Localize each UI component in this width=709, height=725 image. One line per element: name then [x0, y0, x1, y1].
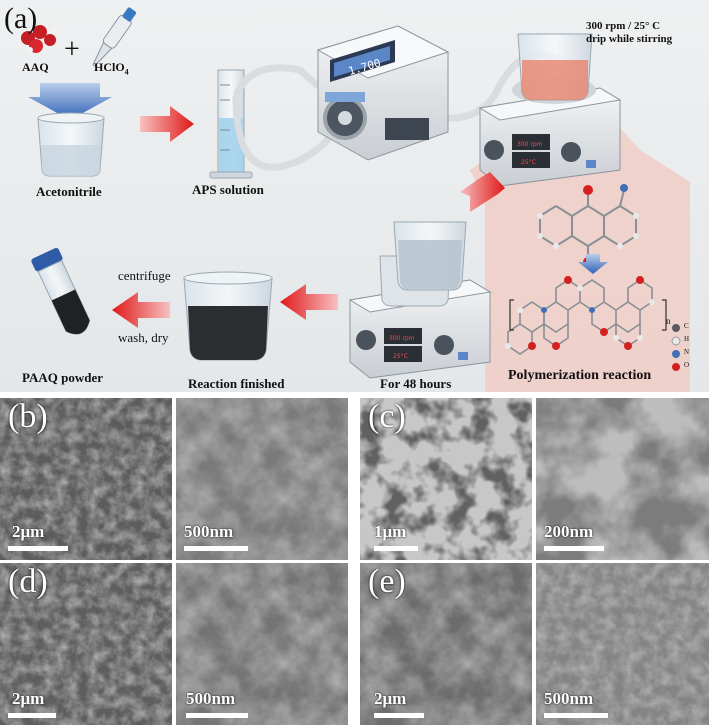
- scale-text-d-left: 2μm: [12, 689, 45, 708]
- condition-line-2: drip while stirring: [586, 33, 673, 45]
- panel-e-right-texture: [536, 563, 709, 725]
- legend-ball-c: [672, 324, 680, 332]
- product-label: PAAQ powder: [22, 370, 104, 385]
- stirrer-1-display-1: 300 rpm: [517, 141, 543, 148]
- duration-label: For 48 hours: [380, 376, 452, 391]
- arrow-3: [280, 284, 338, 320]
- panel-c-left: (c) 1μm: [360, 398, 532, 560]
- aaq-molecule-icon: [18, 24, 58, 53]
- polymer-atoms: [505, 276, 655, 350]
- scale-bar-b-left: [8, 546, 68, 551]
- centrifuge-label: centrifuge: [118, 268, 171, 283]
- polymerization-label: Polymerization reaction: [508, 368, 652, 383]
- panel-c-left-texture: [360, 398, 532, 560]
- legend-label-c: C: [684, 322, 689, 330]
- scale-text-c-right: 200nm: [544, 522, 594, 541]
- panel-b-right-texture: [176, 398, 348, 560]
- panel-b-left-texture: [0, 398, 172, 560]
- scale-bar-d-left: [8, 713, 56, 718]
- stirrer-1-icon: [478, 33, 622, 187]
- scale-text-b-right: 500nm: [184, 522, 234, 541]
- wash-dry-label: wash, dry: [118, 330, 169, 345]
- panel-d-right: 500nm: [176, 563, 348, 725]
- scale-text-d-right: 500nm: [186, 689, 236, 708]
- stirrer-2-icon: [348, 221, 492, 379]
- scale-bar-e-left: [374, 713, 424, 718]
- panel-label-c: (c): [368, 398, 406, 435]
- scale-bar-b-right: [184, 546, 248, 551]
- reaction-finished-label: Reaction finished: [188, 376, 285, 391]
- legend-ball-o: [672, 363, 680, 371]
- stirrer-1-display-2: 25°C: [521, 159, 536, 166]
- panel-label-a: (a): [4, 2, 38, 35]
- reagent-hclo4-text: HClO: [94, 60, 125, 74]
- panel-c-right-texture: [536, 398, 709, 560]
- peristaltic-pump-icon: [316, 25, 450, 161]
- plus-sign: +: [64, 34, 80, 65]
- legend-ball-h: [671, 336, 681, 346]
- legend-ball-n: [672, 350, 680, 358]
- panel-label-e: (e): [368, 563, 406, 600]
- panel-b-left: (b) 2μm: [0, 398, 172, 560]
- condition-line-1: 300 rpm / 25° C: [586, 20, 661, 32]
- reagent-hclo4-label: HClO4: [94, 60, 129, 76]
- acetonitrile-label: Acetonitrile: [36, 184, 102, 199]
- blue-down-arrow-2: [578, 254, 608, 274]
- scale-bar-c-right: [544, 546, 604, 551]
- panel-e-left: (e) 2μm: [360, 563, 532, 725]
- polymer-n-subscript: n: [666, 316, 671, 326]
- legend-label-n: N: [684, 348, 690, 356]
- scale-text-c-left: 1μm: [374, 522, 407, 541]
- centrifuge-tube-icon: [31, 247, 91, 335]
- schematic-drawing: 1.700 300 rpm 25°C: [18, 7, 690, 392]
- scale-text-b-left: 2μm: [12, 522, 45, 541]
- scale-bar-d-right: [186, 713, 248, 718]
- acetonitrile-beaker-icon: [37, 112, 105, 177]
- panel-c-right: 200nm: [536, 398, 709, 560]
- scale-bar-c-left: [374, 546, 418, 551]
- panel-d-left: (d) 2μm: [0, 563, 172, 725]
- arrow-4: [112, 292, 170, 328]
- reagent-hclo4-subscript: 4: [124, 67, 129, 77]
- arrow-2: [460, 172, 505, 212]
- panel-label-b: (b): [8, 398, 48, 435]
- aps-solution-label: APS solution: [192, 182, 264, 197]
- legend-label-o: O: [684, 361, 690, 369]
- reagent-aaq-label: AAQ: [22, 60, 49, 74]
- blue-down-arrow: [28, 83, 112, 120]
- arrow-1: [140, 106, 194, 142]
- finished-beaker-icon: [183, 271, 273, 361]
- scale-text-e-left: 2μm: [374, 689, 407, 708]
- stirrer-2-display-2: 25°C: [393, 353, 408, 360]
- panel-d-right-texture: [176, 563, 348, 725]
- legend-label-h: H: [684, 335, 690, 343]
- panel-e-left-texture: [360, 563, 532, 725]
- stirrer-2-display-1: 300 rpm: [389, 335, 415, 342]
- scale-text-e-right: 500nm: [544, 689, 594, 708]
- panel-label-d: (d): [8, 563, 48, 600]
- aps-cylinder-icon: [209, 69, 253, 179]
- scale-bar-e-right: [544, 713, 608, 718]
- polymer-bracket-right: [662, 299, 667, 331]
- panel-e-right: 500nm: [536, 563, 709, 725]
- polymer-bracket-left: [509, 299, 514, 331]
- pipette-icon: [92, 7, 137, 67]
- panel-b-right: 500nm: [176, 398, 348, 560]
- panel-d-left-texture: [0, 563, 172, 725]
